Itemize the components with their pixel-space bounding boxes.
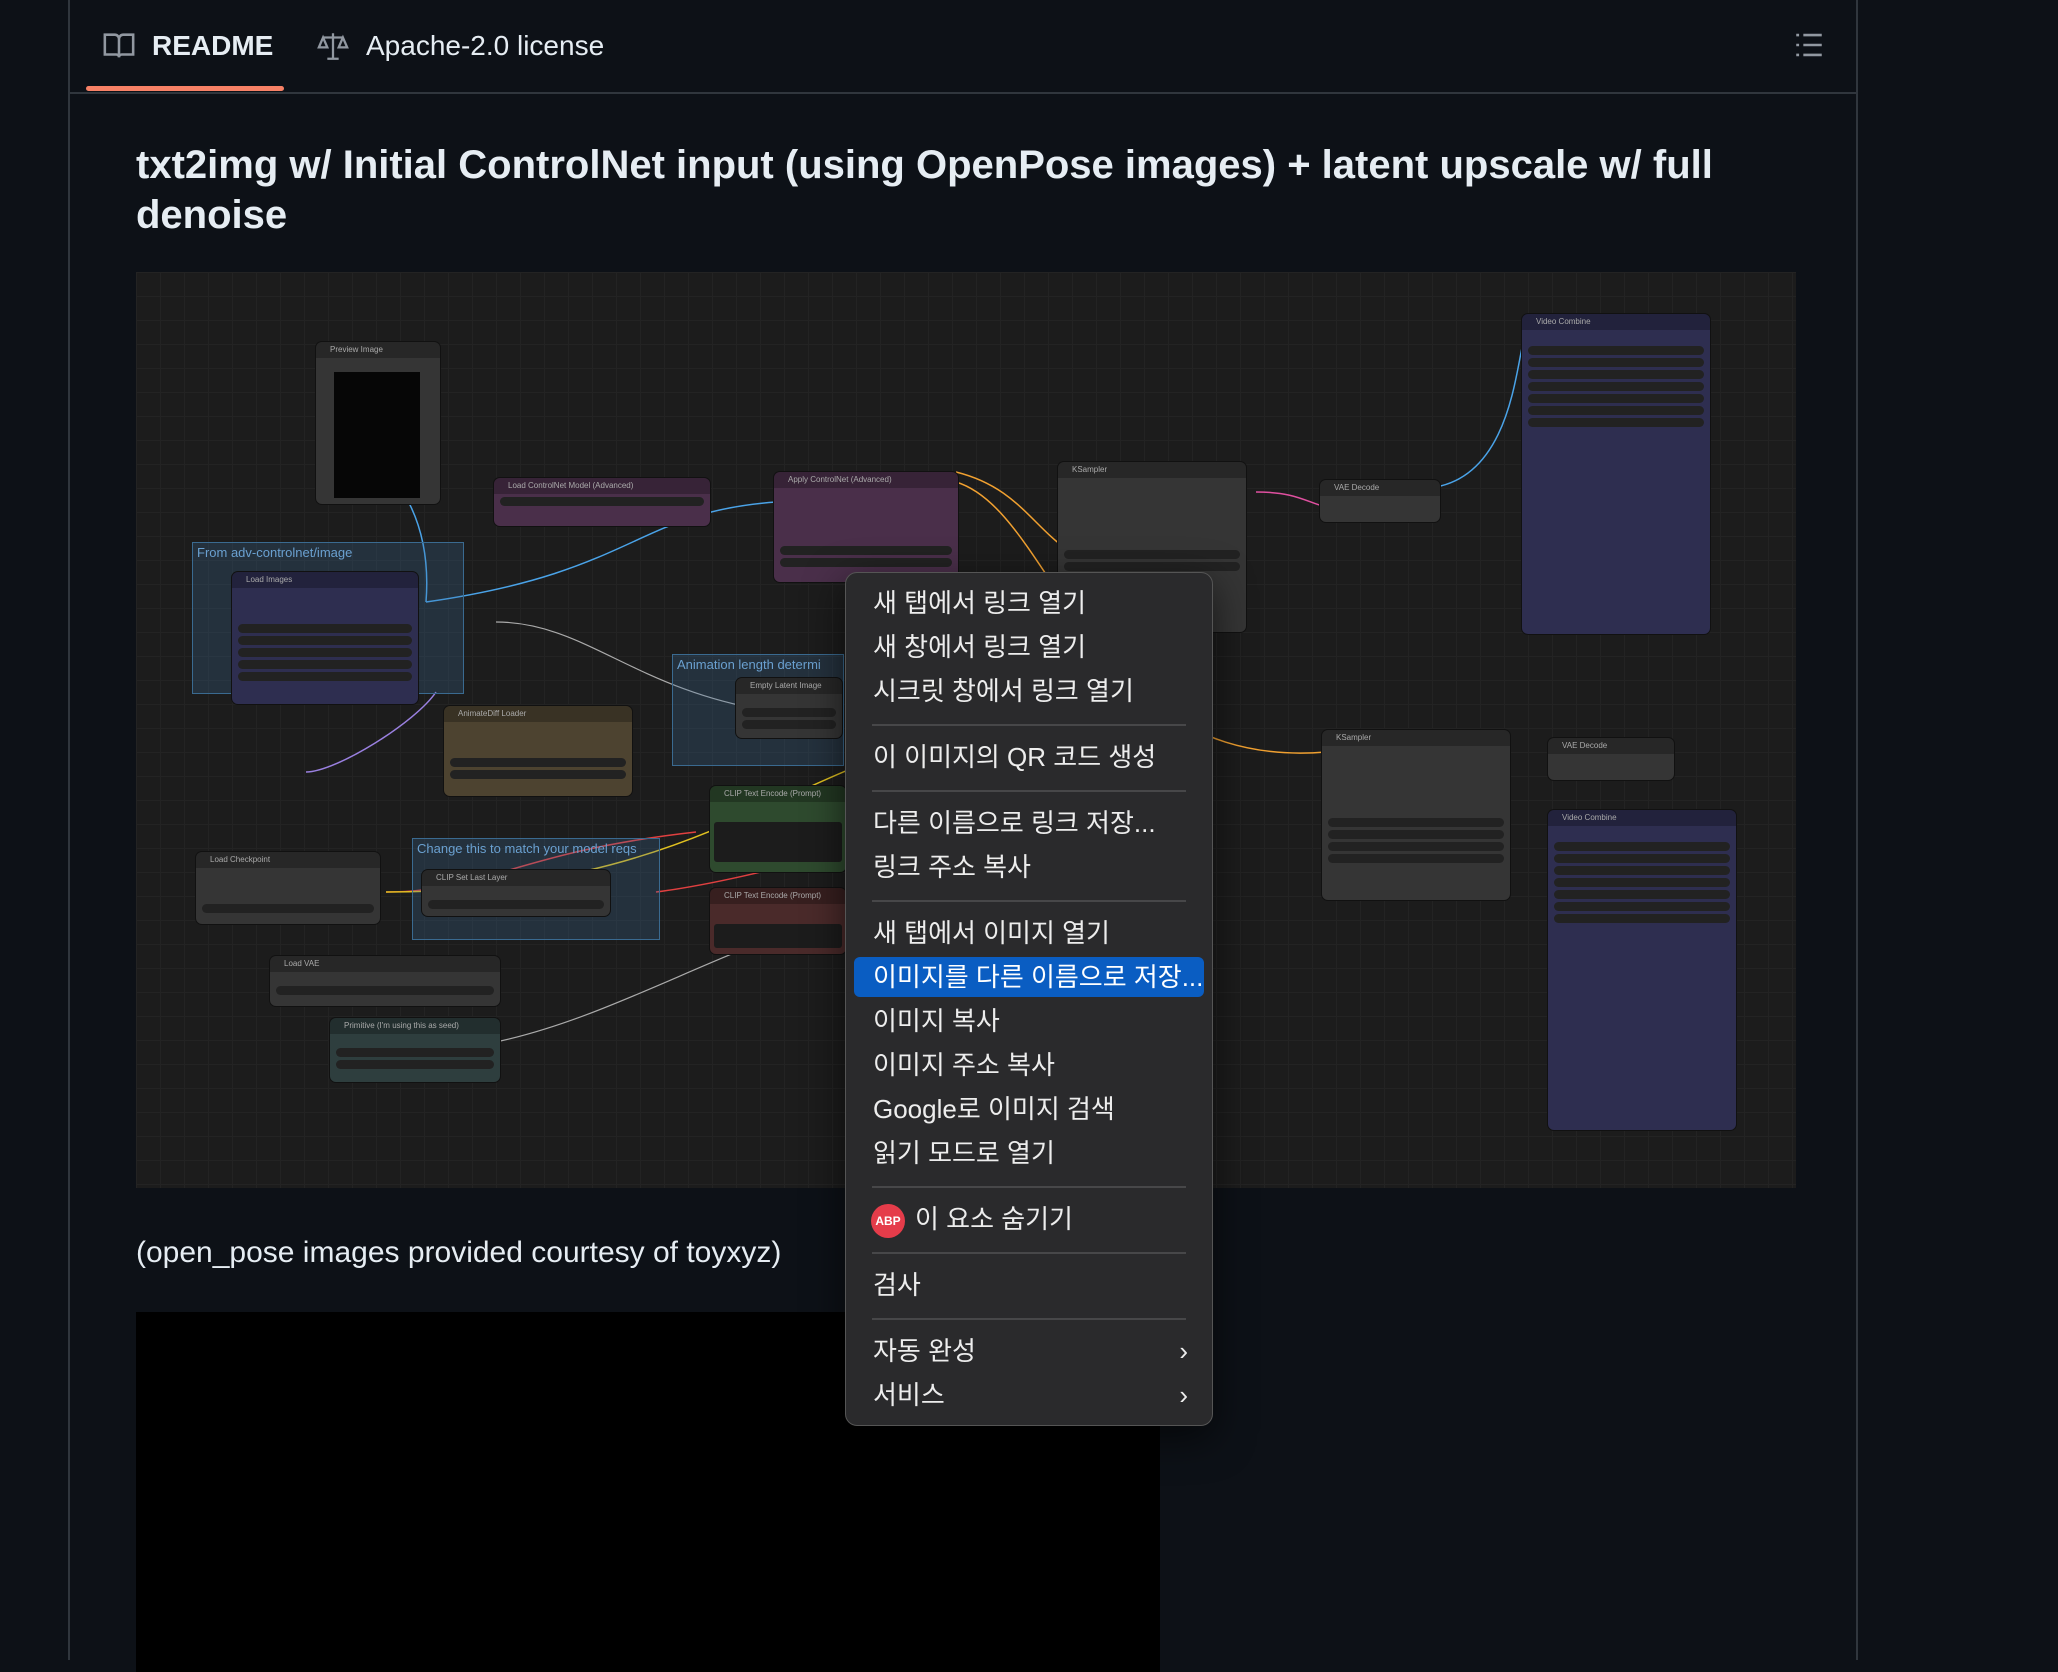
node-title: Empty Latent Image	[736, 678, 842, 694]
menu-save-link-as[interactable]: 다른 이름으로 링크 저장...	[873, 808, 1156, 838]
node-load-controlnet[interactable]: Load ControlNet Model (Advanced)	[494, 478, 710, 526]
menu-open-link-new-window[interactable]: 새 창에서 링크 열기	[873, 632, 1087, 662]
node-title: Load Images	[232, 572, 418, 588]
tab-readme[interactable]: README	[102, 20, 273, 72]
menu-save-image-as[interactable]: 이미지를 다른 이름으로 저장...	[854, 957, 1204, 997]
node-title: CLIP Text Encode (Prompt)	[710, 786, 846, 802]
node-primitive[interactable]: Primitive (I'm using this as seed)	[330, 1018, 500, 1082]
menu-separator	[872, 1252, 1186, 1254]
tab-license[interactable]: Apache-2.0 license	[316, 20, 604, 72]
node-title: Video Combine	[1548, 810, 1736, 826]
menu-separator	[872, 1186, 1186, 1188]
workflow-image[interactable]: From adv-controlnet/image Animation leng…	[136, 272, 1796, 1188]
menu-services[interactable]: 서비스 ›	[854, 1375, 1204, 1415]
node-vae-decode-2[interactable]: VAE Decode	[1548, 738, 1674, 780]
active-tab-indicator	[86, 86, 284, 91]
context-menu: 새 탭에서 링크 열기 새 창에서 링크 열기 시크릿 창에서 링크 열기 이 …	[845, 572, 1213, 1426]
menu-autofill[interactable]: 자동 완성 ›	[854, 1331, 1204, 1371]
menu-qr-code[interactable]: 이 이미지의 QR 코드 생성	[873, 742, 1157, 772]
node-video-combine-2[interactable]: Video Combine	[1548, 810, 1736, 1130]
node-clip-set-last-layer[interactable]: CLIP Set Last Layer	[422, 870, 610, 916]
node-title: Apply ControlNet (Advanced)	[774, 472, 958, 488]
node-title: Load Checkpoint	[196, 852, 380, 868]
menu-separator	[872, 900, 1186, 902]
node-title: CLIP Set Last Layer	[422, 870, 610, 886]
node-animatediff-loader[interactable]: AnimateDiff Loader	[444, 706, 632, 796]
menu-open-image-new-tab[interactable]: 새 탭에서 이미지 열기	[873, 918, 1110, 948]
readme-tabbar: README Apache-2.0 license	[70, 0, 1856, 94]
node-title: KSampler	[1322, 730, 1510, 746]
image-caption: (open_pose images provided courtesy of t…	[136, 1236, 782, 1269]
menu-open-link-incognito[interactable]: 시크릿 창에서 링크 열기	[873, 676, 1134, 706]
node-title: VAE Decode	[1548, 738, 1674, 754]
group-title: Animation length determi	[677, 657, 821, 672]
section-heading: txt2img w/ Initial ControlNet input (usi…	[136, 143, 1713, 237]
node-ksampler-2[interactable]: KSampler	[1322, 730, 1510, 900]
node-load-images[interactable]: Load Images	[232, 572, 418, 704]
chevron-right-icon: ›	[1179, 1336, 1188, 1366]
menu-search-image-google[interactable]: Google로 이미지 검색	[873, 1094, 1115, 1124]
menu-copy-link-address[interactable]: 링크 주소 복사	[873, 852, 1031, 882]
book-icon	[103, 33, 135, 58]
readme-container: README Apache-2.0 license txt2img w/ Ini…	[68, 0, 1858, 1672]
node-title: AnimateDiff Loader	[444, 706, 632, 722]
tab-readme-label: README	[152, 30, 274, 61]
law-icon	[317, 33, 349, 60]
node-title: Video Combine	[1522, 314, 1710, 330]
menu-reading-mode[interactable]: 읽기 모드로 열기	[873, 1138, 1055, 1168]
node-clip-text-positive[interactable]: CLIP Text Encode (Prompt)	[710, 786, 846, 872]
menu-hide-element-label: 이 요소 숨기기	[915, 1204, 1073, 1234]
menu-services-label: 서비스	[873, 1380, 945, 1410]
node-load-vae[interactable]: Load VAE	[270, 956, 500, 1006]
group-title: From adv-controlnet/image	[197, 545, 353, 560]
tab-license-label: Apache-2.0 license	[366, 30, 605, 61]
node-clip-text-negative[interactable]: CLIP Text Encode (Prompt)	[710, 888, 846, 954]
group-title: Change this to match your model reqs	[417, 841, 637, 856]
node-title: VAE Decode	[1320, 480, 1440, 496]
menu-autofill-label: 자동 완성	[873, 1336, 976, 1366]
node-title: Load VAE	[270, 956, 500, 972]
node-title: KSampler	[1058, 462, 1246, 478]
outline-list-icon[interactable]	[1792, 28, 1826, 62]
node-empty-latent[interactable]: Empty Latent Image	[736, 678, 842, 738]
node-video-combine-1[interactable]: Video Combine	[1522, 314, 1710, 634]
menu-separator	[872, 1318, 1186, 1320]
menu-separator	[872, 790, 1186, 792]
menu-copy-image-address[interactable]: 이미지 주소 복사	[873, 1050, 1055, 1080]
menu-inspect[interactable]: 검사	[873, 1270, 921, 1300]
node-title: Preview Image	[316, 342, 440, 358]
node-title: Load ControlNet Model (Advanced)	[494, 478, 710, 494]
node-vae-decode-1[interactable]: VAE Decode	[1320, 480, 1440, 522]
node-preview-image[interactable]: Preview Image	[316, 342, 440, 504]
adblock-plus-icon: ABP	[871, 1204, 905, 1239]
menu-hide-element[interactable]: ABP 이 요소 숨기기	[854, 1199, 1204, 1239]
node-title: Primitive (I'm using this as seed)	[330, 1018, 500, 1034]
node-title: CLIP Text Encode (Prompt)	[710, 888, 846, 904]
node-load-checkpoint[interactable]: Load Checkpoint	[196, 852, 380, 924]
menu-separator	[872, 724, 1186, 726]
chevron-right-icon: ›	[1179, 1380, 1188, 1410]
preview-thumbnail	[334, 372, 420, 498]
menu-copy-image[interactable]: 이미지 복사	[873, 1006, 1000, 1036]
menu-open-link-new-tab[interactable]: 새 탭에서 링크 열기	[873, 588, 1087, 618]
node-apply-controlnet[interactable]: Apply ControlNet (Advanced)	[774, 472, 958, 582]
